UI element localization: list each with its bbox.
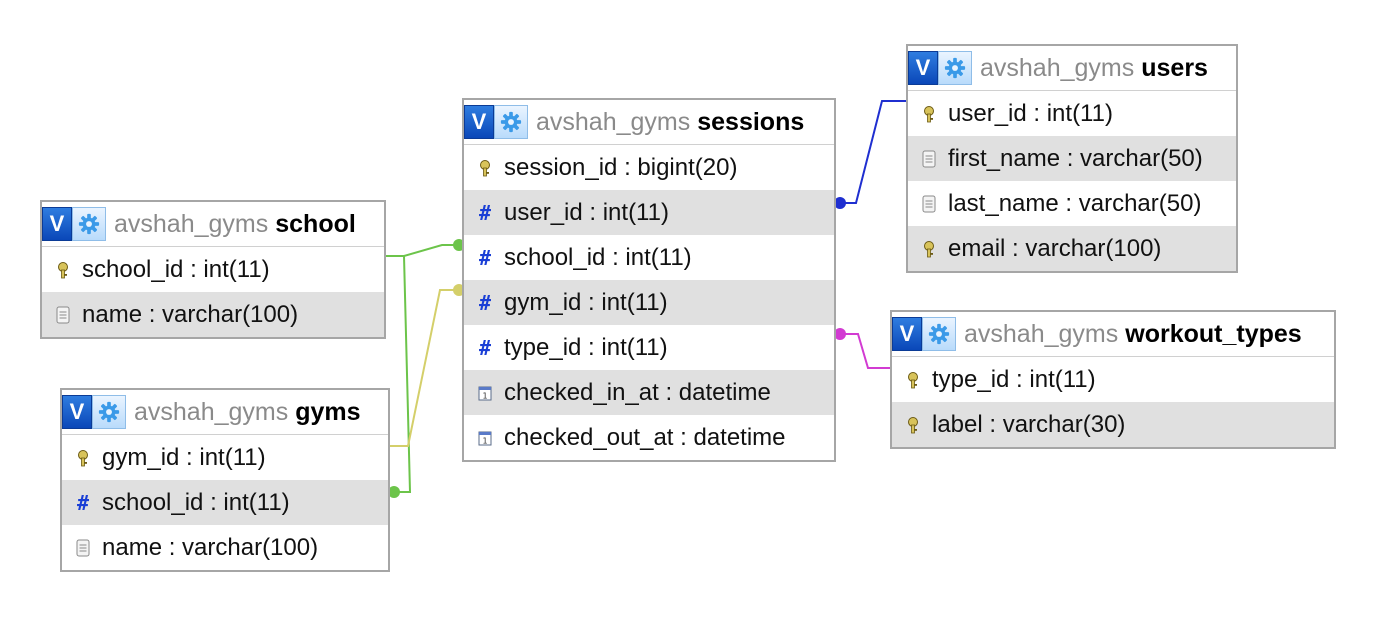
column-row[interactable]: 1 checked_in_at : datetime [464, 370, 834, 415]
column-label: first_name : varchar(50) [948, 144, 1203, 172]
column-row[interactable]: name : varchar(100) [42, 292, 384, 337]
toggle-icon[interactable]: V [908, 51, 938, 85]
column-row[interactable]: school_id : int(11) [42, 247, 384, 292]
gear-icon[interactable] [72, 207, 106, 241]
column-label: checked_in_at : datetime [504, 378, 771, 406]
table-name: workout_types [1125, 319, 1302, 348]
database-name: avshah_gyms [980, 53, 1135, 82]
numeric-field-icon: # [478, 245, 492, 270]
relation-sessions-school [386, 244, 462, 257]
column-row[interactable]: # school_id : int(11) [62, 480, 388, 525]
table-name: users [1141, 53, 1208, 82]
toggle-icon[interactable]: V [42, 207, 72, 241]
column-row[interactable]: gym_id : int(11) [62, 435, 388, 480]
relation-sessions-gym [390, 289, 462, 447]
key-icon [900, 416, 926, 434]
column-label: name : varchar(100) [102, 533, 319, 561]
text-field-icon [70, 539, 96, 557]
table-users[interactable]: V avshah_gyms users user_id : int(11) fi… [906, 44, 1238, 273]
column-row[interactable]: name : varchar(100) [62, 525, 388, 570]
column-row[interactable]: # type_id : int(11) [464, 325, 834, 370]
column-label: last_name : varchar(50) [948, 189, 1202, 217]
numeric-field-icon: # [478, 290, 492, 315]
column-row[interactable]: # gym_id : int(11) [464, 280, 834, 325]
column-label: session_id : bigint(20) [504, 153, 738, 181]
gear-icon[interactable] [494, 105, 528, 139]
text-field-icon [50, 306, 76, 324]
text-field-icon [916, 195, 942, 213]
column-label: gym_id : int(11) [102, 443, 266, 471]
toggle-icon[interactable]: V [62, 395, 92, 429]
table-header[interactable]: V avshah_gyms sessions [464, 100, 834, 145]
gear-icon[interactable] [922, 317, 956, 351]
column-label: user_id : int(11) [504, 198, 669, 226]
key-icon [50, 261, 76, 279]
database-name: avshah_gyms [964, 319, 1119, 348]
relation-sessions-workout-types [836, 333, 890, 369]
relation-end-gyms-school [388, 486, 400, 498]
svg-text:1: 1 [482, 391, 487, 400]
database-name: avshah_gyms [536, 107, 691, 136]
svg-text:1: 1 [482, 436, 487, 445]
datetime-field-icon: 1 [472, 385, 498, 401]
table-header[interactable]: V avshah_gyms gyms [62, 390, 388, 435]
column-row[interactable]: user_id : int(11) [908, 91, 1236, 136]
column-row[interactable]: session_id : bigint(20) [464, 145, 834, 190]
column-row[interactable]: first_name : varchar(50) [908, 136, 1236, 181]
table-name: gyms [295, 397, 361, 426]
column-label: school_id : int(11) [82, 255, 270, 283]
column-label: school_id : int(11) [102, 488, 290, 516]
key-icon [916, 240, 942, 258]
numeric-field-icon: # [76, 490, 90, 515]
column-label: email : varchar(100) [948, 234, 1162, 262]
column-label: type_id : int(11) [932, 365, 1096, 393]
numeric-field-icon: # [478, 335, 492, 360]
relation-end-sessions-user [834, 197, 846, 209]
column-row[interactable]: # user_id : int(11) [464, 190, 834, 235]
column-row[interactable]: last_name : varchar(50) [908, 181, 1236, 226]
key-icon [900, 371, 926, 389]
table-school[interactable]: V avshah_gyms school school_id : int(11)… [40, 200, 386, 339]
table-name: sessions [697, 107, 805, 136]
column-row[interactable]: 1 checked_out_at : datetime [464, 415, 834, 460]
relation-end-sessions-type [834, 328, 846, 340]
column-row[interactable]: # school_id : int(11) [464, 235, 834, 280]
table-name: school [275, 209, 356, 238]
relation-sessions-users [836, 100, 906, 204]
table-sessions[interactable]: V avshah_gyms sessions session_id : bigi… [462, 98, 836, 462]
table-workout-types[interactable]: V avshah_gyms workout_types type_id : in… [890, 310, 1336, 449]
key-icon [916, 105, 942, 123]
text-field-icon [916, 150, 942, 168]
column-label: gym_id : int(11) [504, 288, 668, 316]
database-name: avshah_gyms [134, 397, 289, 426]
toggle-icon[interactable]: V [464, 105, 494, 139]
gear-icon[interactable] [92, 395, 126, 429]
column-row[interactable]: label : varchar(30) [892, 402, 1334, 447]
gear-icon[interactable] [938, 51, 972, 85]
column-label: user_id : int(11) [948, 99, 1113, 127]
column-label: label : varchar(30) [932, 410, 1126, 438]
table-header[interactable]: V avshah_gyms users [908, 46, 1236, 91]
table-header[interactable]: V avshah_gyms workout_types [892, 312, 1334, 357]
column-label: name : varchar(100) [82, 300, 299, 328]
column-row[interactable]: type_id : int(11) [892, 357, 1334, 402]
column-label: school_id : int(11) [504, 243, 692, 271]
key-icon [472, 159, 498, 177]
toggle-icon[interactable]: V [892, 317, 922, 351]
numeric-field-icon: # [478, 200, 492, 225]
database-name: avshah_gyms [114, 209, 269, 238]
datetime-field-icon: 1 [472, 430, 498, 446]
column-label: type_id : int(11) [504, 333, 668, 361]
column-label: checked_out_at : datetime [504, 423, 786, 451]
table-gyms[interactable]: V avshah_gyms gyms gym_id : int(11) # sc… [60, 388, 390, 572]
key-icon [70, 449, 96, 467]
table-header[interactable]: V avshah_gyms school [42, 202, 384, 247]
column-row[interactable]: email : varchar(100) [908, 226, 1236, 271]
